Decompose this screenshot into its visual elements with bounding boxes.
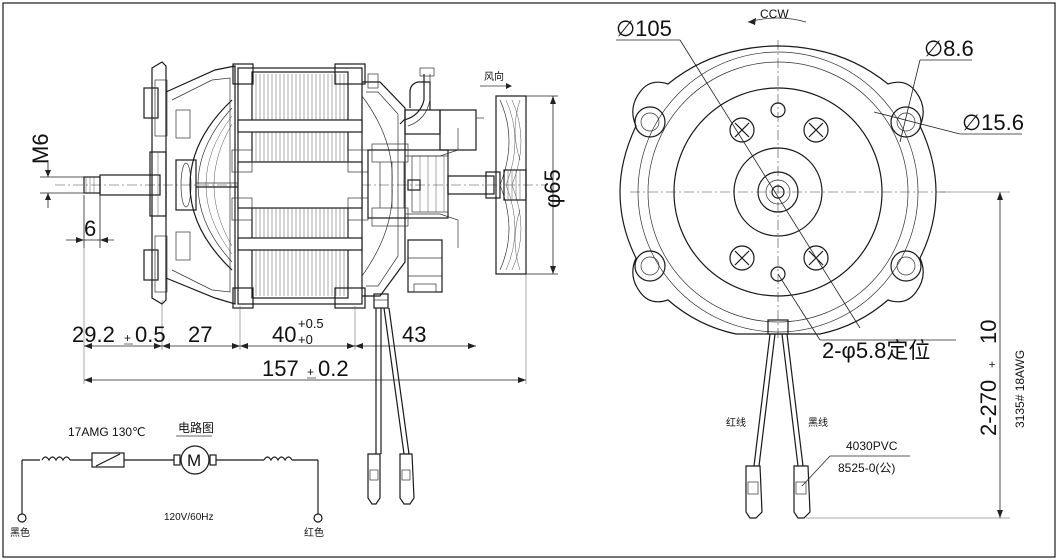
dim-43-label: 43 (402, 322, 426, 347)
lead-terminal-left (17, 513, 27, 523)
circuit-title: 电路图 (178, 420, 214, 435)
rotation-label: CCW (760, 7, 789, 21)
cooling-fan (495, 95, 527, 275)
mounting-bracket (143, 61, 168, 305)
terminal-left (367, 453, 381, 505)
outer-ring (637, 51, 919, 333)
motor-shaft (99, 174, 161, 196)
dim-27-label: 27 (188, 322, 212, 347)
dia-86-leader (899, 59, 921, 143)
wire-spec-label: 3135# 18AWG (1013, 350, 1027, 428)
fan-diameter-label: φ65 (540, 169, 565, 208)
dim-157-label: 157 (262, 356, 299, 381)
black-wire-label: 黑线 (808, 416, 828, 429)
locating-hole-bottom (770, 266, 786, 282)
dim-40-tol-lower: +0 (298, 332, 313, 347)
mounting-holes (634, 106, 922, 282)
screws (729, 117, 829, 271)
locating-holes-label: 2-φ5.8定位 (822, 338, 930, 363)
plus-minus-sign-2: + (307, 365, 314, 379)
front-view: CCW ∅105 ∅8.6 ∅15.6 2-φ5.8定位 2-270 + 10 … (616, 7, 1027, 519)
inductor-right (263, 456, 293, 462)
dia-156-label: ∅15.6 (962, 110, 1024, 135)
motor-letter: M (187, 451, 201, 470)
terminal-black (793, 465, 811, 519)
voltage-label: 120V/60Hz (164, 512, 213, 523)
red-wire-label: 红线 (726, 416, 746, 429)
dim-40-tol-upper: +0.5 (298, 316, 324, 331)
bearing-boss (733, 147, 823, 237)
plus-minus-sign-3: + (985, 361, 999, 368)
dia-86-label: ∅8.6 (924, 36, 974, 61)
front-lead-wires (745, 333, 811, 519)
body-ring (673, 87, 883, 297)
dia-105-label: ∅105 (616, 16, 672, 41)
side-view: 风向 φ65 M6 6 (28, 61, 565, 505)
side-lead-wires (367, 293, 415, 505)
lead-terminal-right (313, 513, 323, 523)
airflow-label: 风向 (484, 70, 504, 83)
motor-symbol (180, 445, 210, 475)
front-flange (619, 45, 937, 335)
inductor-left (41, 456, 71, 462)
circuit-diagram: 17AMG 130℃ 电路图 M 黑色 红色 120V/60Hz (10, 420, 324, 539)
thread-label: M6 (28, 133, 53, 164)
sleeve-spec-label: 4030PVC (846, 439, 898, 453)
front-end-frame (165, 65, 236, 305)
terminal-red (745, 465, 763, 519)
lead-length-label: 2-270 (976, 380, 1001, 436)
left-lead-label: 黑色 (10, 526, 30, 539)
right-lead-label: 红色 (304, 526, 324, 539)
terminal-leader (801, 455, 831, 487)
dim-157-tol: 0.2 (318, 356, 349, 381)
lead-exit (767, 319, 789, 335)
shaft-length-label: 6 (84, 216, 96, 241)
dia-156-leader (873, 111, 961, 135)
rear-shaft (447, 175, 495, 195)
winding-left (189, 99, 233, 271)
dim-40-label: 40 (272, 322, 296, 347)
locating-leader (777, 273, 821, 341)
dia-105-leader (679, 39, 861, 329)
locating-hole-top (770, 102, 786, 118)
dim-29-label: 29.2 (72, 322, 115, 347)
terminal-spec-label: 8525-0(公) (838, 461, 895, 475)
brush-holder-top (409, 81, 431, 110)
stator-stack (231, 63, 369, 309)
lead-tol-label: 10 (976, 320, 1001, 344)
fuse-spec-label: 17AMG 130℃ (68, 425, 146, 439)
terminal-right (399, 453, 415, 505)
dim-29-tol: 0.5 (135, 322, 166, 347)
plus-minus-sign: + (124, 331, 131, 345)
